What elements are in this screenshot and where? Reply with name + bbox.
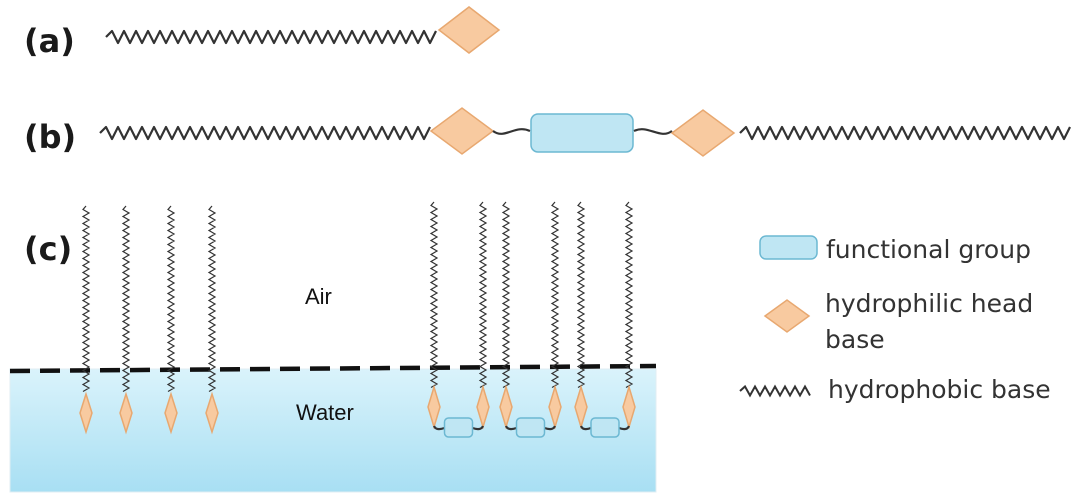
interface-head-gemini-1-left bbox=[427, 384, 441, 430]
interface-head-single-2 bbox=[119, 391, 133, 435]
functional-group-legend-icon bbox=[759, 235, 818, 260]
hydrophilic-head-b-right bbox=[670, 109, 736, 157]
interface-head-gemini-3-right bbox=[622, 384, 636, 430]
functional-group-b bbox=[530, 113, 634, 153]
hydrophilic-head-a bbox=[437, 6, 501, 54]
air-label: Air bbox=[305, 284, 332, 309]
interface-head-single-3 bbox=[164, 391, 178, 435]
interface-head-gemini-2-left bbox=[499, 384, 513, 430]
legend-hydrophilic-line1: hydrophilic head bbox=[825, 289, 1033, 318]
spacer-link-gemini-3-right bbox=[618, 425, 631, 431]
spacer-link-gemini-2-right bbox=[544, 425, 557, 431]
hydrophobic-chain-b-left bbox=[99, 125, 431, 141]
panel-label-b: (b) bbox=[24, 118, 76, 156]
interface-chain-gemini-1-right bbox=[478, 201, 488, 389]
interface-chain-single-4 bbox=[207, 205, 217, 393]
legend-functional-group-text: functional group bbox=[826, 235, 1031, 264]
hydrophilic-head-legend-icon bbox=[763, 299, 811, 333]
interface-chain-single-3 bbox=[166, 205, 176, 393]
legend: functional group hydrophilic head base h… bbox=[739, 235, 1051, 404]
hydrophobic-base-legend-icon bbox=[739, 384, 811, 398]
air-water-interface-line bbox=[9, 363, 657, 374]
interface-chain-gemini-3-right bbox=[624, 201, 634, 389]
spacer-link-b-right bbox=[633, 128, 673, 135]
hydrophobic-chain-b-right bbox=[739, 125, 1071, 141]
interface-head-single-4 bbox=[205, 391, 219, 435]
spacer-link-gemini-1-right bbox=[472, 425, 485, 431]
interface-chain-gemini-2-left bbox=[501, 201, 511, 389]
interface-chain-gemini-3-left bbox=[576, 201, 586, 389]
water-region bbox=[9, 368, 657, 493]
spacer-link-gemini-2-left bbox=[504, 425, 517, 431]
interface-functional-group-1 bbox=[443, 417, 474, 438]
hydrophilic-head-b-left bbox=[429, 107, 495, 155]
interface-chain-single-2 bbox=[121, 205, 131, 393]
legend-hydrophobic-text: hydrophobic base bbox=[828, 375, 1051, 404]
panel-label-a: (a) bbox=[24, 22, 75, 60]
spacer-link-b-left bbox=[492, 128, 531, 135]
legend-hydrophilic-line2: base bbox=[825, 325, 885, 354]
interface-head-gemini-2-right bbox=[548, 384, 562, 430]
panel-label-c: (c) bbox=[24, 230, 72, 268]
interface-functional-group-3 bbox=[590, 417, 620, 438]
interface-chain-single-1 bbox=[81, 205, 91, 393]
interface-head-gemini-1-right bbox=[476, 384, 490, 430]
interface-chain-gemini-1-left bbox=[429, 201, 439, 389]
interface-head-gemini-3-left bbox=[574, 384, 588, 430]
water-label: Water bbox=[296, 400, 354, 425]
spacer-link-gemini-3-left bbox=[579, 425, 592, 431]
interface-functional-group-2 bbox=[515, 417, 546, 438]
interface-head-single-1 bbox=[79, 391, 93, 435]
spacer-link-gemini-1-left bbox=[432, 425, 445, 431]
hydrophobic-chain-a bbox=[105, 29, 437, 45]
interface-chain-gemini-2-right bbox=[550, 201, 560, 389]
molecule-layer bbox=[79, 6, 1071, 438]
